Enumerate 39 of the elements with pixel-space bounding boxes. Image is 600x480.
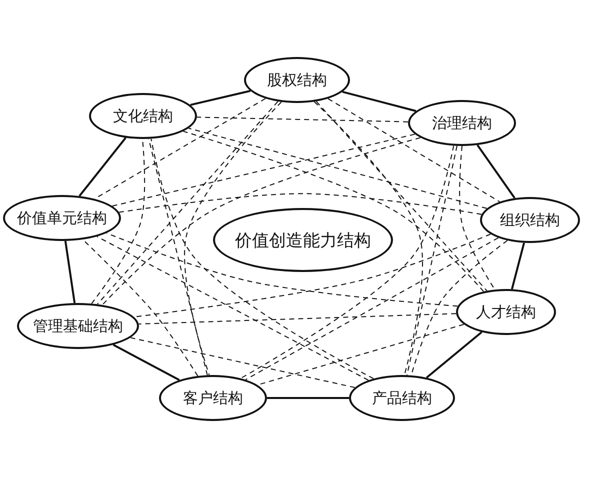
dashed-line xyxy=(102,137,421,306)
connector-line xyxy=(78,137,126,197)
dashed-line xyxy=(245,237,499,380)
dashed-line xyxy=(82,239,198,376)
ellipse-node: 产品结构 xyxy=(349,375,455,421)
ellipse-node: 股权结构 xyxy=(244,57,350,103)
dashed-line xyxy=(182,130,484,292)
ellipse-node: 客户结构 xyxy=(159,375,267,421)
ellipse-node: 管理基础结构 xyxy=(17,303,139,349)
dashed-line xyxy=(96,100,278,305)
dashed-line xyxy=(196,116,409,122)
dashed-line xyxy=(130,337,356,388)
ellipse-node: 价值单元结构 xyxy=(3,195,121,241)
connector-line xyxy=(342,90,416,112)
dashed-line xyxy=(150,138,374,380)
dashed-line xyxy=(316,100,488,292)
dashed-line xyxy=(148,138,208,376)
dashed-line xyxy=(112,134,416,207)
ellipse-node: 治理结构 xyxy=(408,100,516,146)
ellipse-node: 组织结构 xyxy=(480,197,580,243)
ellipse-node: 文化结构 xyxy=(89,93,197,139)
dashed-line xyxy=(118,193,482,215)
ellipse-node: 人才结构 xyxy=(456,289,556,335)
dashed-line xyxy=(188,128,488,209)
dashed-line xyxy=(459,146,496,290)
dashed-line xyxy=(138,313,457,324)
dashed-line xyxy=(106,232,458,307)
connector-line xyxy=(267,397,349,399)
connector-line xyxy=(190,90,251,106)
connector-line xyxy=(476,144,516,199)
connector-line xyxy=(64,240,76,304)
connector-line xyxy=(112,344,180,381)
ellipse-node: 价值创造能力结构 xyxy=(213,208,393,272)
dashed-line xyxy=(328,98,500,202)
dashed-line xyxy=(96,236,369,381)
dashed-line xyxy=(184,101,282,376)
dashed-line xyxy=(314,101,423,376)
connector-line xyxy=(510,242,526,290)
dashed-line xyxy=(406,145,458,376)
